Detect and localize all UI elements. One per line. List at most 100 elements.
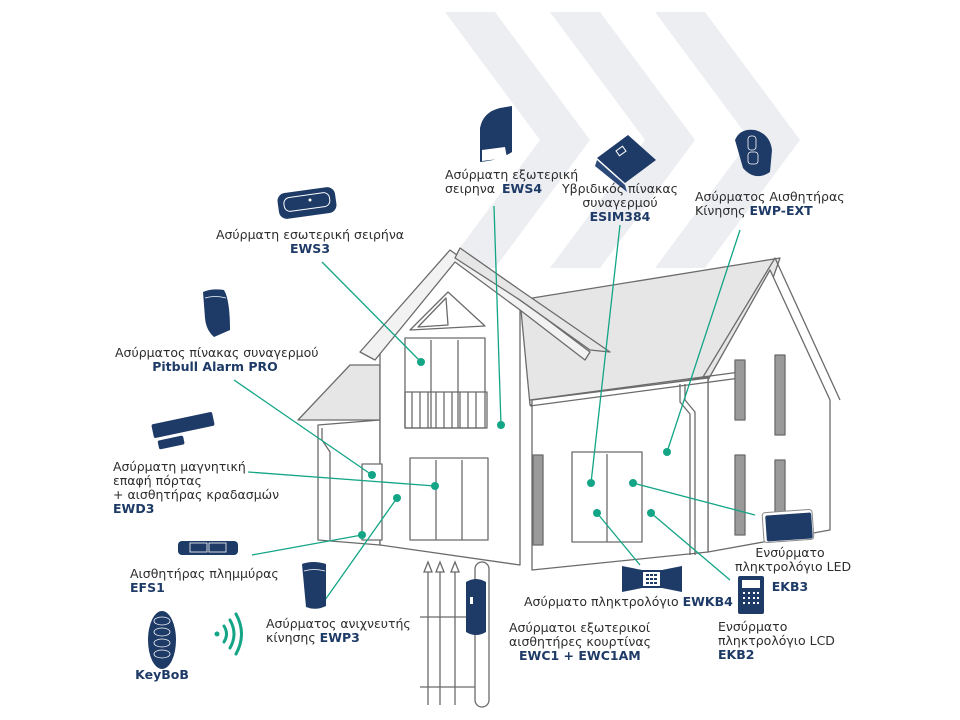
wireless-signal-icon (214, 612, 243, 656)
line-pitbull (233, 379, 373, 476)
label-ewc1: Ασύρματοι εξωτερικοί αισθητήρες κουρτίνα… (509, 621, 651, 663)
line-esim384 (590, 224, 621, 484)
ekb3-code: EKB3 (771, 579, 809, 594)
line-ewd3 (247, 471, 436, 487)
efs1-description: Αισθητήρας πλημμύρας (130, 566, 279, 581)
ewp3-description-2: κίνησης (266, 630, 316, 645)
center-patio-door (409, 457, 489, 541)
motion-detector-icon (302, 562, 326, 609)
ewd3-description-3: + αισθητήρας κραδασμών (113, 487, 280, 502)
railing-bars (411, 392, 477, 428)
dot-ews4 (497, 421, 505, 429)
device-icons (148, 106, 815, 708)
left-downpipe (321, 428, 331, 540)
right-gable-trim (699, 257, 841, 401)
label-ekb2: Ενσύρματο πληκτρολόγιο LCD EKB2 (718, 620, 835, 662)
connector-dots (358, 358, 671, 539)
ekb3-description-1: Ενσύρματο (755, 545, 825, 560)
ewd3-code: EWD3 (113, 501, 155, 516)
right-eave-2 (529, 377, 741, 407)
gable-triangle-inner (417, 297, 449, 328)
ewc1-description-1: Ασύρματοι εξωτερικοί (509, 620, 651, 635)
outdoor-siren-icon (480, 106, 512, 162)
ewc1-code: EWC1 + EWC1AM (519, 648, 641, 663)
label-ews4: Ασύρματη εξωτερική σειρηνα (445, 168, 585, 196)
background-chevrons (445, 12, 800, 268)
dot-ekb2 (647, 509, 655, 517)
line-ekb3 (632, 482, 756, 516)
ews4-code: EWS4 (502, 181, 543, 196)
esim384-description-1: Υβριδικός πίνακας (562, 181, 678, 196)
balcony-window (404, 337, 486, 429)
indoor-siren-icon (277, 187, 337, 219)
esim384-code: ESIM384 (589, 209, 651, 224)
connector-lines (233, 205, 756, 601)
ekb2-description-2: πληκτρολόγιο LCD (718, 633, 835, 648)
side-window-1 (532, 454, 544, 546)
ews3-code: EWS3 (289, 241, 331, 256)
ewc1-description-2: αισθητήρες κουρτίνας (509, 634, 651, 649)
label-esim384: Υβριδικός πίνακας συναγερμού ESIM384 (540, 182, 700, 224)
right-eave (529, 371, 741, 401)
ewp-ext-description-2: Κίνησης (695, 203, 746, 218)
alarm-panel-icon (203, 289, 230, 337)
line-ekb2 (650, 512, 731, 581)
chevron-2 (550, 12, 695, 268)
pitbull-description: Ασύρματος πίνακας συναγερμού (115, 345, 319, 360)
lcd-keypad-icon (738, 576, 764, 614)
ewkb4-description: Ασύρματο πληκτρολόγιο (524, 594, 679, 609)
wireless-keypad-icon (622, 566, 682, 592)
label-ewd3: Ασύρματη μαγνητική επαφή πόρτας + αισθητ… (113, 460, 279, 516)
esim384-description-2: συναγερμού (582, 195, 658, 210)
pitbull-code: Pitbull Alarm PRO (152, 359, 278, 374)
efs1-code: EFS1 (130, 580, 165, 595)
magnetic-contact-icon (151, 412, 215, 450)
outdoor-motion-sensor-icon (735, 129, 772, 177)
label-ewp3: Ασύρματος ανιχνευτής κίνησης EWP3 (266, 617, 411, 645)
label-ekb3: Ενσύρματο πληκτρολόγιο LED EKB3 (735, 545, 852, 594)
chevron-3 (655, 12, 800, 268)
label-pitbull: Ασύρματος πίνακας συναγερμού Pitbull Ala… (115, 345, 319, 374)
side-window-3 (774, 354, 786, 436)
dot-ewp-ext (663, 448, 671, 456)
ewkb4-code: EWKB4 (682, 594, 733, 609)
flood-sensor-icon (178, 541, 238, 555)
led-keypad-icon (761, 508, 815, 544)
dot-ewd3 (431, 482, 439, 490)
chevron-1 (445, 12, 590, 268)
downpipe (679, 384, 691, 555)
label-ewkb4: Ασύρματο πληκτρολόγιο EWKB4 (524, 595, 733, 609)
ews3-description: Ασύρματη εσωτερική σειρήνα (215, 227, 405, 242)
line-ewp-ext (666, 229, 741, 453)
curtain-sensor-icon (466, 579, 486, 635)
dot-efs1 (358, 531, 366, 539)
ekb3-description-2: πληκτρολόγιο LED (735, 559, 852, 574)
left-entry-door (361, 463, 383, 541)
dot-esim384 (587, 479, 595, 487)
line-ewkb4 (596, 512, 641, 566)
ewd3-description-1: Ασύρματη μαγνητική (113, 459, 246, 474)
dot-pitbull (368, 471, 376, 479)
ewp3-description-1: Ασύρματος ανιχνευτής (266, 616, 411, 631)
side-window-4 (734, 454, 746, 536)
label-ews3: Ασύρματη εσωτερική σειρήνα EWS3 (205, 228, 415, 256)
ewp-ext-code: EWP-EXT (749, 203, 813, 218)
label-ewp-ext: Ασύρματος Αισθητήρας Κίνησης EWP-EXT (695, 190, 845, 218)
hybrid-panel-icon (595, 135, 656, 192)
line-ewp3 (324, 497, 398, 601)
side-window-2 (734, 359, 746, 421)
label-efs1: Αισθητήρας πλημμύρας EFS1 (130, 567, 279, 595)
ewp-ext-description-1: Ασύρματος Αισθητήρας (695, 189, 845, 204)
ewd3-description-2: επαφή πόρτας (113, 473, 202, 488)
line-ews4 (493, 205, 502, 426)
dot-ews3 (417, 358, 425, 366)
ekb2-code: EKB2 (718, 647, 755, 662)
line-efs1 (251, 534, 363, 556)
dot-ekb3 (629, 479, 637, 487)
downpipe-2 (684, 384, 696, 555)
ekb2-description-1: Ενσύρματο (718, 619, 788, 634)
dot-ewp3 (393, 494, 401, 502)
roof-slope (454, 247, 611, 353)
